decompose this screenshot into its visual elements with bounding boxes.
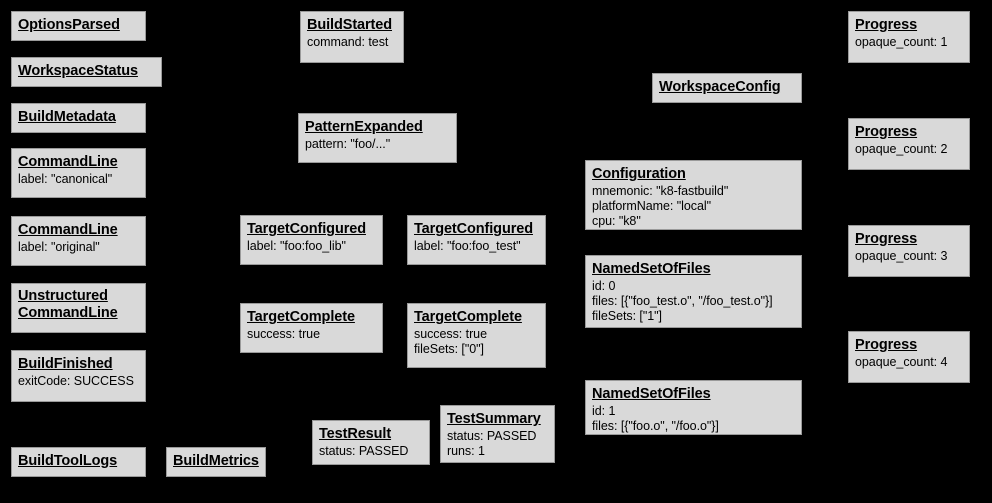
node-fields: pattern: "foo/..." [305,137,450,152]
node-title: TargetConfigured [247,221,366,237]
node-field: command: test [307,35,389,50]
node-field: mnemonic: "k8-fastbuild" [592,184,729,199]
node-title: BuildMetadata [18,109,116,125]
node-field: pattern: "foo/..." [305,137,391,152]
node-title: WorkspaceStatus [18,63,138,79]
node-field: files: [{"foo.o", "/foo.o"}] [592,418,719,433]
node-fields: success: true [247,327,376,342]
node-fields: opaque_count: 1 [855,35,963,50]
node-fields: command: test [307,35,397,50]
node-title: CommandLine [18,154,118,170]
node-test-result[interactable]: TestResult status: PASSED [312,420,430,465]
node-field: id: 1 [592,404,616,419]
node-field: opaque_count: 4 [855,355,948,370]
node-fields: label: "foo:foo_lib" [247,239,376,254]
node-field: exitCode: SUCCESS [18,374,134,389]
node-options-parsed[interactable]: OptionsParsed [11,11,146,41]
node-fields: mnemonic: "k8-fastbuild"platformName: "l… [592,184,795,228]
node-unstructured-command-line[interactable]: Unstructured CommandLine [11,283,146,333]
node-field: label: "original" [18,240,100,255]
node-fields: label: "original" [18,240,139,255]
node-title: TestResult [319,426,392,442]
node-command-line-canonical[interactable]: CommandLine label: "canonical" [11,148,146,198]
node-fields: status: PASSED [319,444,423,459]
node-field: success: true [247,327,320,342]
node-target-complete-lib[interactable]: TargetComplete success: true [240,303,383,353]
node-title: Progress [855,17,918,33]
node-configuration[interactable]: Configuration mnemonic: "k8-fastbuild"pla… [585,160,802,230]
node-title: Unstructured CommandLine [18,288,118,322]
node-title: TargetComplete [247,309,355,325]
node-build-metadata[interactable]: BuildMetadata [11,103,146,133]
node-field: id: 0 [592,279,616,294]
node-field: label: "foo:foo_test" [414,239,521,254]
node-title: OptionsParsed [18,17,120,33]
node-field: platformName: "local" [592,198,711,213]
node-field: cpu: "k8" [592,213,641,228]
node-title: Progress [855,231,918,247]
node-title: BuildStarted [307,17,393,33]
node-fields: label: "foo:foo_test" [414,239,539,254]
node-title: Configuration [592,166,686,182]
node-title: BuildToolLogs [18,453,118,469]
node-build-tool-logs[interactable]: BuildToolLogs [11,447,146,477]
node-title: CommandLine [18,222,118,238]
node-build-started[interactable]: BuildStarted command: test [300,11,404,63]
node-field: opaque_count: 3 [855,249,948,264]
node-target-configured-foo-test[interactable]: TargetConfigured label: "foo:foo_test" [407,215,546,265]
node-field: runs: 1 [447,443,485,458]
node-field: status: PASSED [319,444,409,459]
node-field: success: true [414,327,487,342]
node-title: NamedSetOfFiles [592,261,711,277]
node-field: fileSets: ["1"] [592,308,662,323]
node-field: files: [{"foo_test.o", "/foo_test.o"}] [592,293,773,308]
node-fields: label: "canonical" [18,172,139,187]
node-build-finished[interactable]: BuildFinished exitCode: SUCCESS [11,350,146,402]
node-fields: opaque_count: 4 [855,355,963,370]
node-field: status: PASSED [447,429,537,444]
node-progress-3[interactable]: Progress opaque_count: 3 [848,225,970,277]
node-field: fileSets: ["0"] [414,341,484,356]
node-title: Progress [855,337,918,353]
node-title: PatternExpanded [305,119,423,135]
node-target-configured-foo-lib[interactable]: TargetConfigured label: "foo:foo_lib" [240,215,383,265]
node-pattern-expanded[interactable]: PatternExpanded pattern: "foo/..." [298,113,457,163]
node-progress-1[interactable]: Progress opaque_count: 1 [848,11,970,63]
node-title: Progress [855,124,918,140]
node-build-metrics[interactable]: BuildMetrics [166,447,266,477]
node-title: WorkspaceConfig [659,79,781,95]
node-title: TargetComplete [414,309,522,325]
node-title: NamedSetOfFiles [592,386,711,402]
node-fields: exitCode: SUCCESS [18,374,139,389]
node-title: BuildMetrics [173,453,259,469]
node-progress-2[interactable]: Progress opaque_count: 2 [848,118,970,170]
node-command-line-original[interactable]: CommandLine label: "original" [11,216,146,266]
node-fields: opaque_count: 3 [855,249,963,264]
node-fields: opaque_count: 2 [855,142,963,157]
node-workspace-config[interactable]: WorkspaceConfig [652,73,802,103]
node-title: TargetConfigured [414,221,533,237]
node-workspace-status[interactable]: WorkspaceStatus [11,57,162,87]
node-field: label: "canonical" [18,172,113,187]
node-title: TestSummary [447,411,541,427]
node-field: label: "foo:foo_lib" [247,239,346,254]
node-title: BuildFinished [18,356,113,372]
node-field: opaque_count: 1 [855,35,948,50]
node-field: opaque_count: 2 [855,142,948,157]
node-progress-4[interactable]: Progress opaque_count: 4 [848,331,970,383]
